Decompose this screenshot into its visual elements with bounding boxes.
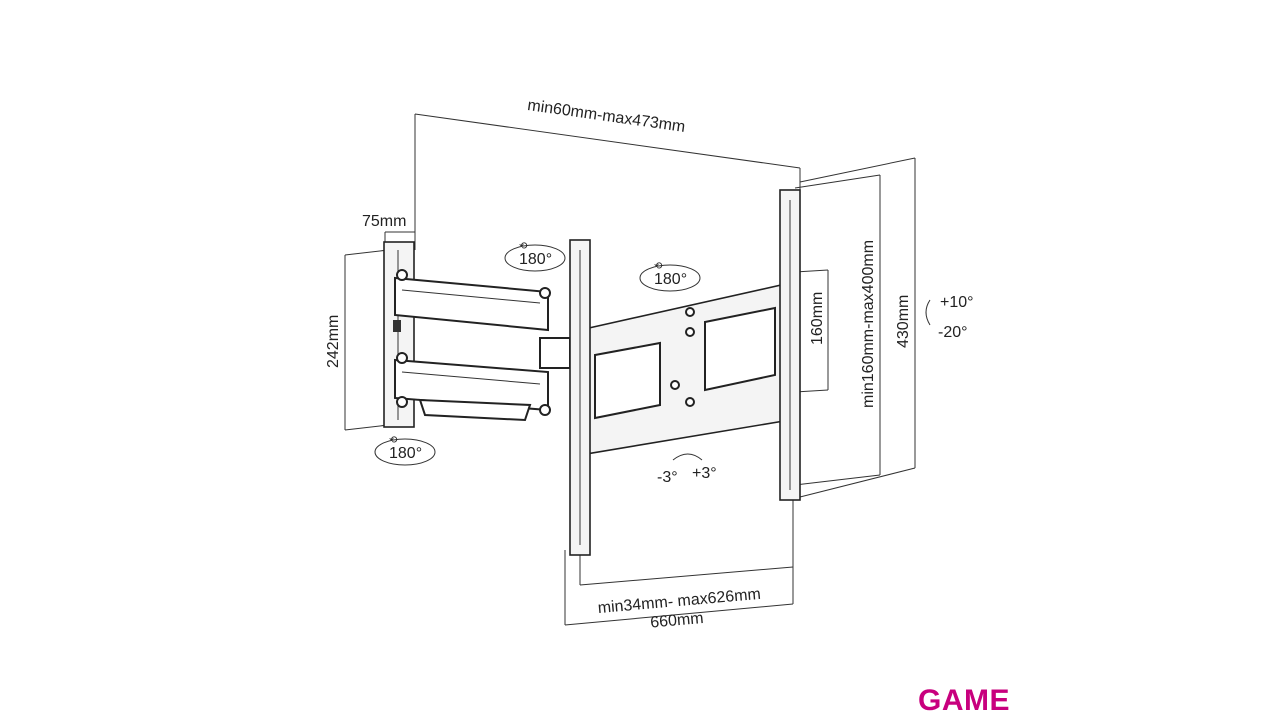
level-minus-label: -3°	[657, 469, 678, 486]
tilt-up-label: +10°	[940, 294, 974, 311]
tv-rail-right	[779, 189, 801, 501]
rotate-arrows-icon: ⟲	[389, 435, 398, 446]
swing-arm-upper	[394, 269, 551, 332]
wall-plate-width-label: 75mm	[362, 213, 406, 230]
svg-text:180°: 180°	[654, 271, 687, 288]
level-adjust-indicator: -3° +3°	[657, 453, 717, 486]
swing-arm-lower	[394, 352, 551, 422]
svg-text:180°: 180°	[389, 445, 422, 462]
dimension-lines	[344, 113, 916, 626]
total-width-label: 660mm	[650, 610, 705, 632]
wall-plate-height-label: 242mm	[325, 315, 342, 368]
total-height-label: 430mm	[895, 295, 912, 348]
rotation-arm-joint: ⟲ 180°	[639, 261, 701, 292]
rotate-arrows-icon: ⟲	[519, 241, 528, 252]
rotation-wall-top: ⟲ 180°	[504, 241, 566, 272]
arm-extension-label: min60mm-max473mm	[526, 97, 686, 136]
level-plus-label: +3°	[692, 465, 717, 482]
svg-text:180°: 180°	[519, 251, 552, 268]
game-logo: GAME	[918, 684, 1010, 717]
inner-height-label: 160mm	[809, 292, 826, 345]
arm-joint-block	[539, 337, 571, 369]
tv-bracket-frame	[579, 282, 791, 456]
tv-rail-left	[569, 239, 591, 556]
vertical-hole-spacing-label: min160mm-max400mm	[860, 240, 877, 408]
tilt-down-label: -20°	[938, 324, 968, 341]
tilt-indicator: +10° -20°	[925, 294, 974, 341]
rotate-arrows-icon: ⟲	[654, 261, 663, 272]
rotation-wall-bottom: ⟲ 180°	[374, 435, 436, 466]
